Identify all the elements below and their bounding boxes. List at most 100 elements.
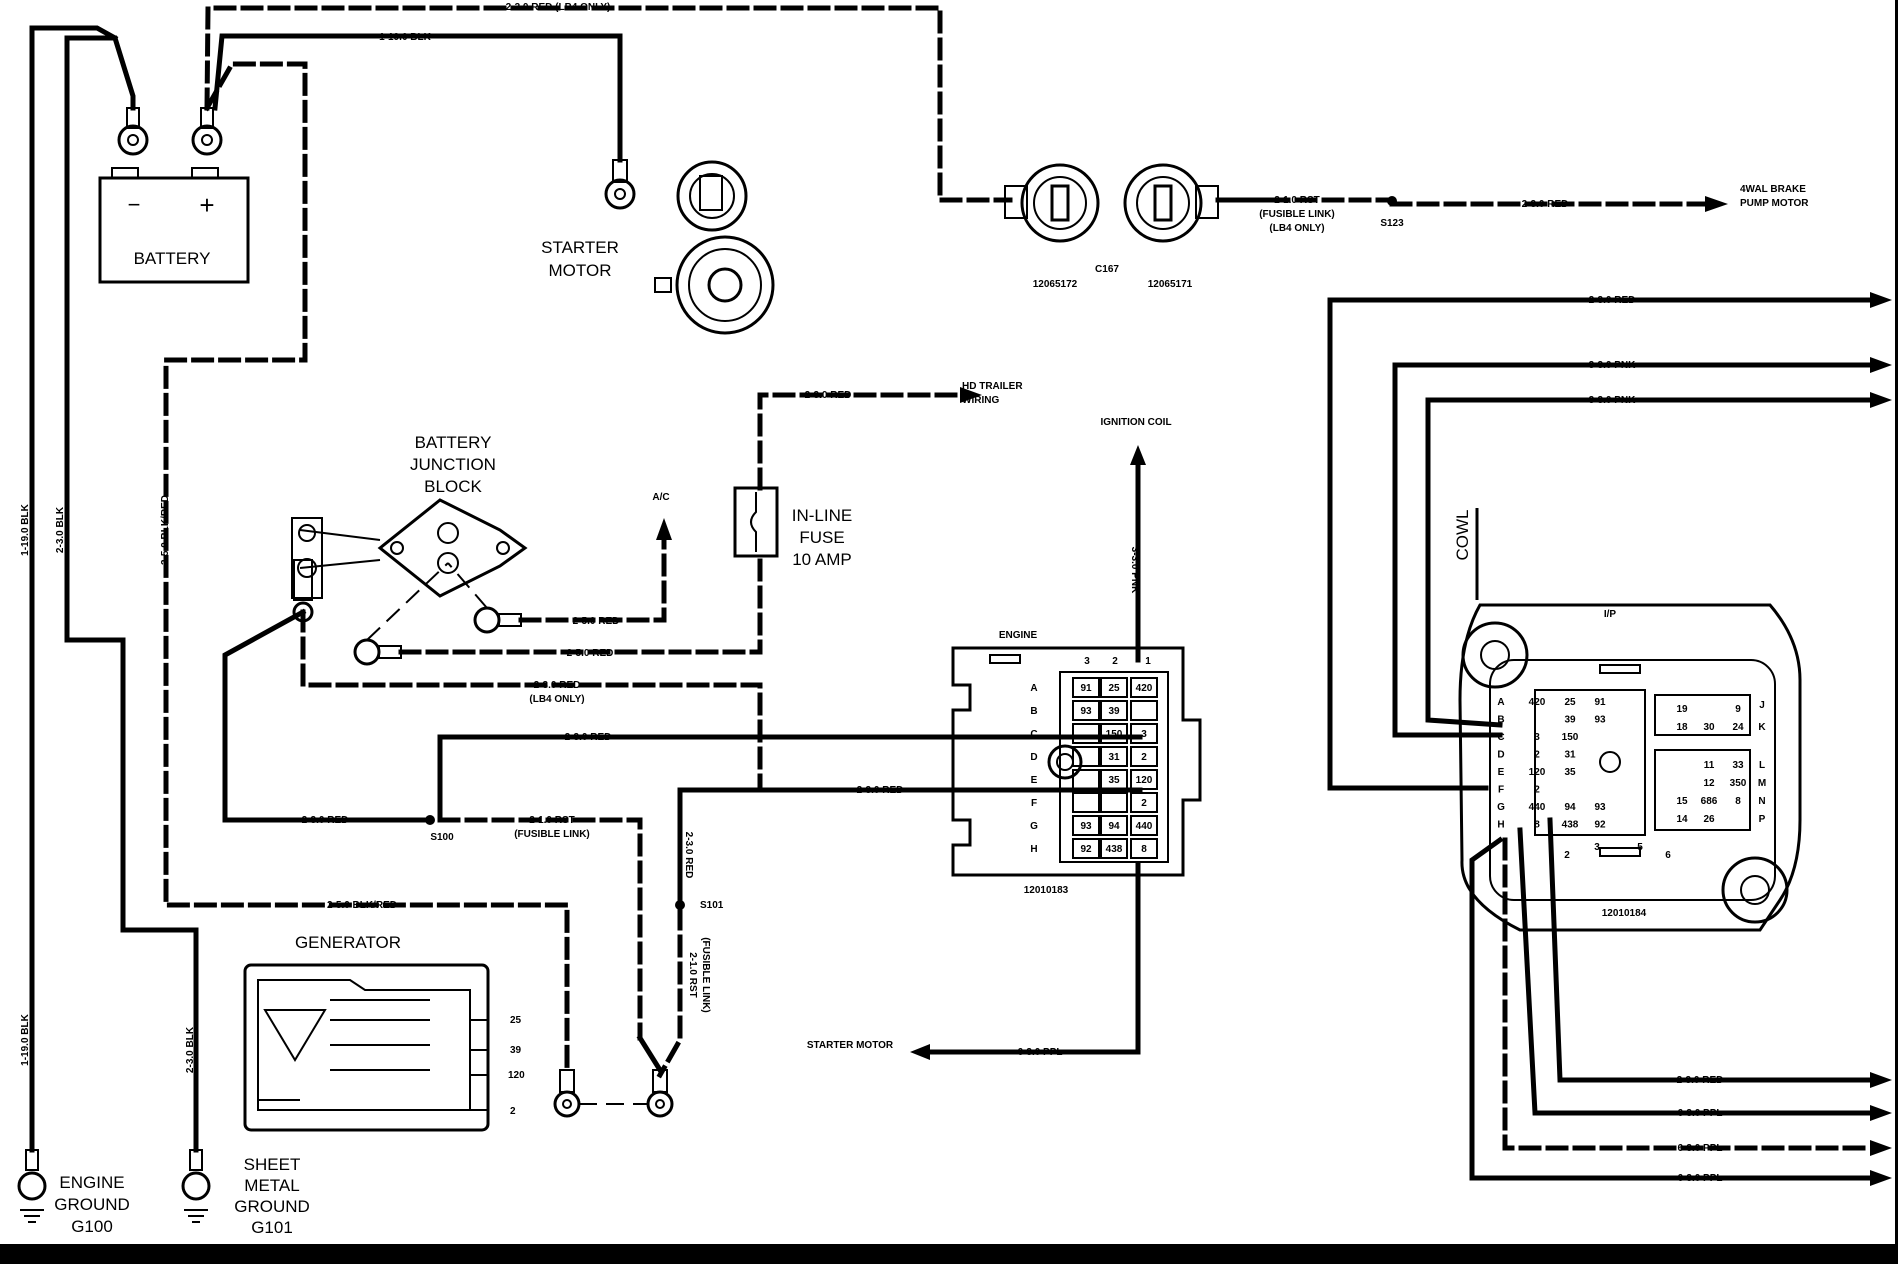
engine-row-d: D	[1030, 752, 1037, 763]
smg-label-2: METAL	[244, 1176, 299, 1195]
engine-row-b: B	[1030, 706, 1037, 717]
ip-cell: 19	[1676, 704, 1688, 715]
engine-cell: 3	[1141, 729, 1147, 740]
ip-row-j: J	[1759, 700, 1765, 711]
lbl-rst-2: (FUSIBLE LINK)	[1259, 209, 1335, 220]
bjb-label-1: BATTERY	[415, 433, 492, 452]
lbl-red-mid: 2-3.0 RED	[565, 732, 612, 743]
splice-s100	[425, 815, 435, 825]
ip-cell: 33	[1732, 760, 1744, 771]
lbl-red-lb4-1: 2-3.0 RED	[534, 680, 581, 691]
lbl-rst-1: 2-1.0 RST	[1274, 195, 1320, 206]
wire-red-lb4-top	[204, 5, 1013, 203]
connector-c167	[1004, 163, 1219, 243]
ip-row-d: D	[1497, 750, 1504, 761]
ip-cell: 2	[1534, 750, 1540, 761]
engine-row-h: H	[1030, 844, 1037, 855]
lbl-rst-s101-1: 2-1.0 RST	[687, 952, 698, 998]
engine-connector-block	[951, 646, 1202, 877]
lbl-12010183: 12010183	[1024, 885, 1069, 896]
engine-cell-box	[1100, 723, 1128, 744]
engine-cell-box	[1072, 700, 1100, 721]
lbl-rst-s100-2: (FUSIBLE LINK)	[514, 829, 590, 840]
wire-right-pnk-2	[1425, 397, 1873, 728]
lbl-red-s100: 2-3.0 RED	[302, 815, 349, 826]
engine-cell-box	[1072, 838, 1100, 859]
wire-red-mid	[437, 734, 1143, 823]
ip-bottom-num: 6	[1665, 850, 1671, 861]
engine-cell: 2	[1141, 798, 1147, 809]
starter-motor-label-1: STARTER	[541, 238, 619, 257]
engine-cell-box	[1072, 792, 1100, 813]
generator-lugs	[553, 1034, 674, 1118]
wire-red-fuse	[398, 549, 763, 655]
engine-cell: 120	[1136, 775, 1153, 786]
arrow-right-2	[1870, 357, 1892, 373]
lbl-right-ppl-2: 6-3.0 PPL	[1677, 1143, 1722, 1154]
arrow-ign	[1130, 445, 1146, 465]
wire-red-low	[677, 787, 1143, 903]
lbl-trailer-1: HD TRAILER	[962, 381, 1023, 392]
ip-connector-block	[1458, 603, 1802, 932]
engine-cell-box	[1100, 746, 1128, 767]
lbl-s100: S100	[430, 832, 454, 843]
junction-terminals	[353, 562, 522, 666]
lbl-starter-motor: STARTER MOTOR	[807, 1040, 894, 1051]
ip-row-p: P	[1759, 814, 1766, 825]
lbl-red-trailer: 2-3.0 RED	[805, 390, 852, 401]
ip-row-a: A	[1497, 697, 1504, 708]
ip-cell: 25	[1564, 697, 1576, 708]
lbl-rst-s100-1: 2-1.0 RST	[529, 815, 575, 826]
engine-cell-box	[1130, 700, 1158, 721]
smg-label-1: SHEET	[244, 1155, 301, 1174]
engine-cell-box	[1130, 723, 1158, 744]
lbl-s123: S123	[1380, 218, 1404, 229]
ip-cell: 440	[1529, 802, 1546, 813]
engine-block-label: ENGINE	[999, 630, 1038, 641]
lbl-red-lb4-top: 2-3.0 RED (LB4 ONLY)	[506, 2, 611, 13]
engine-cell-box	[1072, 769, 1100, 790]
ip-row-m: M	[1758, 778, 1766, 789]
ip-cell: 39	[1564, 715, 1576, 726]
arrow-trailer	[960, 387, 982, 403]
wire-red-ac	[518, 537, 667, 623]
starter-terminal	[604, 159, 636, 210]
engine-cell: 91	[1080, 683, 1092, 694]
ip-row-h: H	[1497, 820, 1504, 831]
generator	[243, 963, 490, 1132]
wire-right-ppl-1	[1517, 827, 1873, 1116]
lbl-pump-1: 4WAL BRAKE	[1740, 184, 1806, 195]
ip-cell: 35	[1564, 767, 1576, 778]
arrow-starter	[910, 1044, 930, 1060]
fuse-label-3: 10 AMP	[792, 550, 852, 569]
wire-right-ppl-3	[1469, 836, 1873, 1181]
ip-cell: 31	[1564, 750, 1576, 761]
lbl-12010184: 12010184	[1602, 908, 1647, 919]
lbl-red-pump: 2-3.0 RED	[1522, 199, 1569, 210]
engine-cell-box	[1130, 677, 1158, 698]
lbl-rst-s101-2: (FUSIBLE LINK)	[700, 937, 711, 1013]
engine-cell-box	[1130, 769, 1158, 790]
wire-rst-s100	[437, 817, 643, 1041]
engine-cell-box	[1072, 677, 1100, 698]
lbl-right-red-top: 2-3.0 RED	[1589, 295, 1636, 306]
ip-cell: 94	[1564, 802, 1576, 813]
engine-row-e: E	[1031, 775, 1038, 786]
arrow-pump	[1705, 196, 1728, 212]
engine-cell: 440	[1136, 821, 1153, 832]
starter-motor-icon	[654, 160, 775, 335]
engine-cell-box	[1100, 815, 1128, 836]
lbl-trailer-2: WIRING	[962, 395, 999, 406]
starter-motor-label-2: MOTOR	[549, 261, 612, 280]
ip-label: I/P	[1604, 609, 1617, 620]
ip-bottom-num: 5	[1637, 842, 1643, 853]
ip-cell: 420	[1529, 697, 1546, 708]
fuse-label-2: FUSE	[799, 528, 844, 547]
engine-ground	[17, 1149, 47, 1223]
bjb-label-3: BLOCK	[424, 477, 482, 496]
engine-row-c: C	[1030, 729, 1037, 740]
engine-cell: 92	[1080, 844, 1092, 855]
gen-term-120: 120	[508, 1070, 525, 1081]
eg-label-3: G100	[71, 1217, 113, 1236]
